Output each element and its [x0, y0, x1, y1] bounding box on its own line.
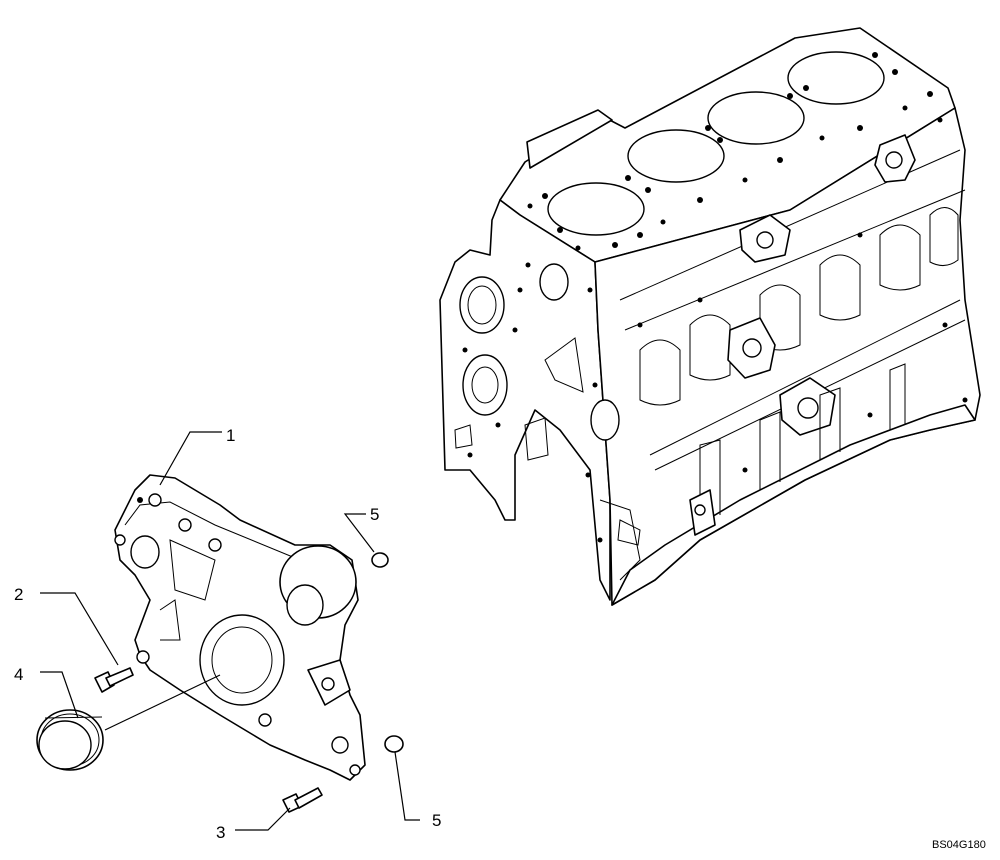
engine-block: [439, 27, 981, 606]
callout-4: 4: [14, 665, 23, 684]
cylinder-bore-1: [547, 182, 645, 236]
callout-1: 1: [226, 426, 235, 445]
drawing-reference-code: BS04G180: [932, 839, 986, 851]
callout-2: 2: [14, 585, 23, 604]
deck-bolt-holes: [527, 52, 933, 251]
callout-3: 3: [216, 823, 225, 842]
plug-part-5-lower: [384, 735, 404, 753]
callout-5-upper: 5: [370, 505, 379, 524]
crankshaft-opening: [199, 614, 285, 706]
bolt-part-2: [94, 667, 134, 693]
timing-gear-cover: [114, 474, 366, 781]
front-crankshaft-seal: [36, 709, 104, 771]
cylinder-bore-4: [787, 51, 885, 105]
plug-part-5-upper: [371, 552, 389, 568]
cylinder-bore-2: [627, 129, 725, 183]
cylinder-bore-3: [707, 91, 805, 145]
leader-lines: [40, 431, 420, 831]
callout-5-lower: 5: [432, 811, 441, 830]
bolt-part-3: [282, 787, 323, 813]
